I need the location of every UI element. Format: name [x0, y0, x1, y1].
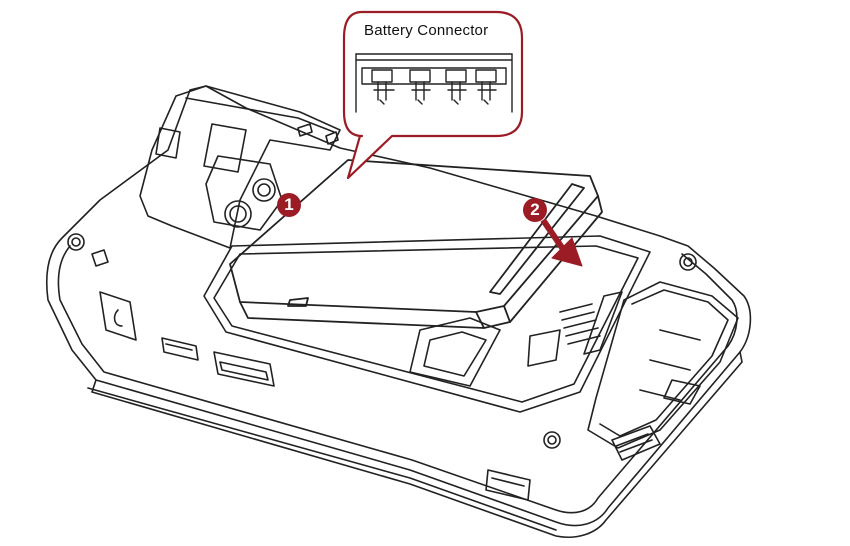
step-badge-1: 1: [277, 193, 301, 217]
callout-title: Battery Connector: [364, 22, 489, 39]
connector-graphic: [355, 53, 513, 113]
direction-arrow-icon: [540, 218, 583, 267]
step-number-1: 1: [284, 195, 294, 214]
battery-pack: [229, 159, 603, 329]
device-body: [45, 85, 752, 538]
device-left-side: [67, 233, 531, 501]
back-cover: [139, 85, 341, 249]
device-right-end: [543, 253, 739, 461]
step-badge-2: 2: [523, 198, 547, 222]
battery-compartment: [203, 235, 651, 413]
step-number-2: 2: [530, 200, 540, 219]
connector-callout: [342, 10, 524, 180]
